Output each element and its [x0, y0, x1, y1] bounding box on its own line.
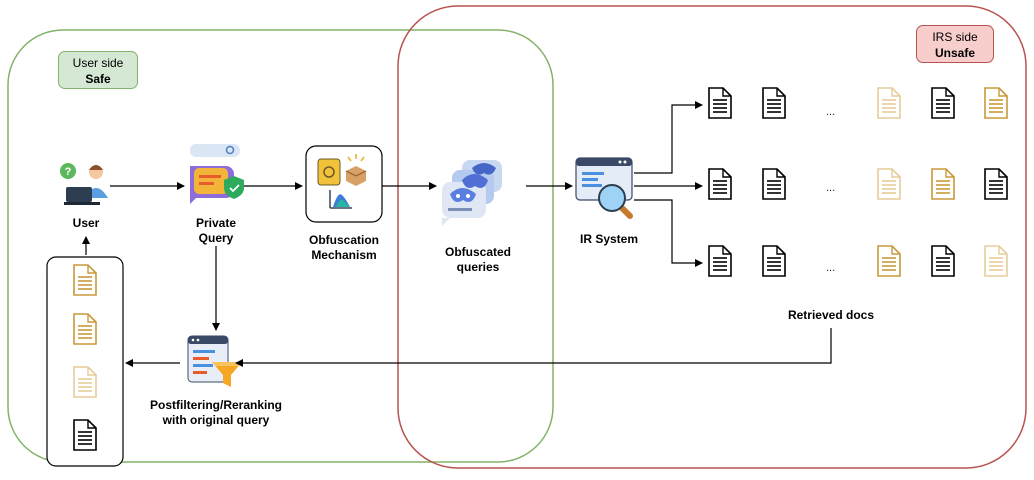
connectors	[82, 101, 832, 367]
obfuscation-line1: Obfuscation	[308, 233, 379, 247]
user-icon: ?	[60, 163, 108, 205]
document-layer	[73, 87, 1008, 451]
private-query-line2: Query	[198, 231, 234, 245]
postfilter-line1: Postfiltering/Reranking	[149, 398, 283, 412]
retrieved-document-icon	[708, 245, 732, 277]
retrieved-document-icon	[931, 245, 955, 277]
user-side-line2: Safe	[85, 72, 111, 86]
irs-side-zone	[397, 5, 1027, 469]
retrieved-document-icon	[762, 87, 786, 119]
irs-side-line1: IRS side	[932, 30, 978, 44]
retrieved-document-icon	[931, 87, 955, 119]
result-document-icon	[73, 264, 97, 296]
irs-side-badge: IRS side Unsafe	[916, 25, 994, 63]
retrieved-document-icon	[762, 245, 786, 277]
obfuscated-label: Obfuscated queries	[428, 245, 528, 275]
retrieved-document-icon	[708, 168, 732, 200]
retrieved-docs-label: Retrieved docs	[787, 308, 875, 322]
result-document-icon	[73, 366, 97, 398]
retrieved-document-icon	[931, 168, 955, 200]
private-query-icon	[190, 144, 244, 204]
private-query-label: Private Query	[176, 216, 256, 246]
row3-ellipsis: ...	[826, 262, 836, 274]
obfuscated-line2: queries	[456, 260, 500, 274]
obfuscated-queries-icon	[442, 160, 502, 226]
retrieved-document-icon	[762, 168, 786, 200]
ir-system-label: IR System	[579, 232, 639, 246]
arrow-ir-to-row3	[634, 199, 703, 267]
row1-ellipsis: ...	[826, 106, 836, 118]
retrieved-document-icon	[984, 245, 1008, 277]
row2-ellipsis: ...	[826, 182, 836, 194]
retrieved-document-icon	[984, 87, 1008, 119]
retrieved-document-icon	[877, 168, 901, 200]
result-document-icon	[73, 313, 97, 345]
retrieved-document-icon	[877, 245, 901, 277]
user-label: User	[72, 216, 100, 230]
retrieved-document-icon	[708, 87, 732, 119]
postfilter-line2: with original query	[162, 413, 270, 427]
obfuscation-line2: Mechanism	[311, 248, 377, 262]
retrieved-document-icon	[877, 87, 901, 119]
irs-side-line2: Unsafe	[934, 46, 975, 60]
obfuscated-line1: Obfuscated	[444, 245, 511, 259]
ir-system-icon	[575, 157, 633, 219]
postfilter-icon	[187, 335, 242, 387]
result-document-icon	[73, 419, 97, 451]
private-query-line1: Private	[195, 216, 237, 230]
obfuscation-label: Obfuscation Mechanism	[294, 233, 394, 263]
retrieved-document-icon	[984, 168, 1008, 200]
user-side-line1: User side	[72, 56, 124, 70]
obfuscation-icon	[305, 145, 383, 223]
arrow-ir-to-row1	[634, 101, 703, 174]
user-side-badge: User side Safe	[58, 51, 138, 89]
postfilter-label: Postfiltering/Reranking with original qu…	[136, 398, 296, 428]
result-docs-box	[46, 256, 124, 467]
svg-text:?: ?	[65, 166, 72, 178]
arrow-retrieved-to-postfilter	[235, 328, 832, 367]
user-side-zone	[7, 29, 554, 463]
